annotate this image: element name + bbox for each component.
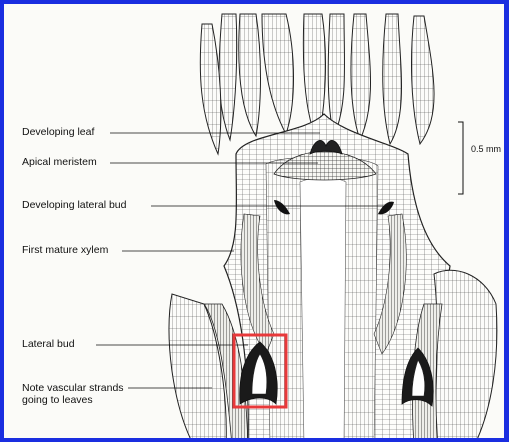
label-first-mature-xylem: First mature xylem: [22, 244, 108, 256]
label-developing-lateral-bud: Developing lateral bud: [22, 199, 127, 211]
scale-bar-label: 0.5 mm: [471, 144, 501, 154]
label-lateral-bud: Lateral bud: [22, 338, 75, 350]
label-developing-leaf: Developing leaf: [22, 126, 94, 138]
scale-bar: [458, 122, 463, 194]
label-vascular-strands-line2: going to leaves: [22, 394, 93, 406]
label-apical-meristem: Apical meristem: [22, 156, 97, 168]
label-vascular-strands-line1: Note vascular strands: [22, 382, 124, 394]
shoot-tip-illustration: [4, 4, 509, 442]
